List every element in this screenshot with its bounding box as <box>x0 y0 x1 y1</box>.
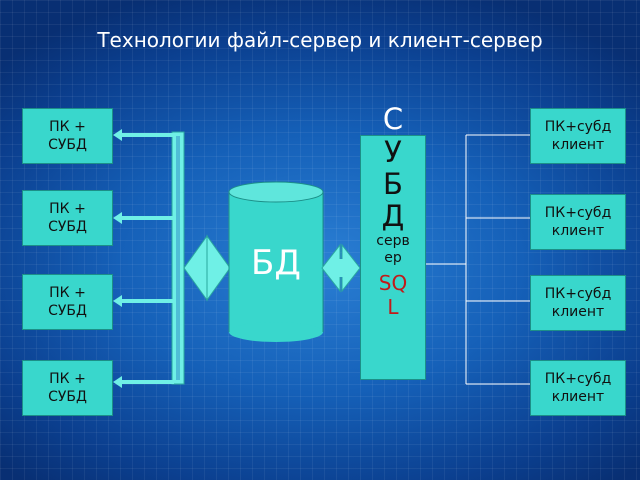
left-client-4: ПК + СУБД <box>22 360 113 416</box>
arrow-to-client-2 <box>113 212 174 224</box>
right-client-3: ПК+субд клиент <box>530 275 626 331</box>
left-bus-inner <box>176 136 180 380</box>
server-letter-1: С <box>382 102 404 136</box>
left-client-2: ПК + СУБД <box>22 190 113 246</box>
arrow-to-client-3 <box>113 295 174 307</box>
bus-db-arrow <box>183 234 208 302</box>
database-cylinder <box>228 181 324 342</box>
left-bus-bar <box>171 131 185 385</box>
db-server-arrow <box>321 243 361 293</box>
left-client-1: ПК + СУБД <box>22 108 113 164</box>
server-letter-2: У <box>384 135 402 169</box>
dbms-server: У Б Д серв ер SQ L <box>360 135 426 380</box>
server-subtitle: серв ер <box>376 233 410 266</box>
right-client-4: ПК+субд клиент <box>530 360 626 416</box>
slide-title: Технологии файл-сервер и клиент-сервер <box>97 28 543 52</box>
server-sql: SQ L <box>378 271 408 319</box>
server-letter-3: Б <box>383 167 403 201</box>
server-letter-4: Д <box>381 199 405 233</box>
right-client-2: ПК+субд клиент <box>530 194 626 250</box>
right-connectors <box>426 134 530 385</box>
left-client-3: ПК + СУБД <box>22 274 113 330</box>
right-client-1: ПК+субд клиент <box>530 108 626 164</box>
arrow-to-client-4 <box>113 376 174 388</box>
database-label: БД <box>251 243 301 283</box>
arrow-to-client-1 <box>113 129 174 141</box>
